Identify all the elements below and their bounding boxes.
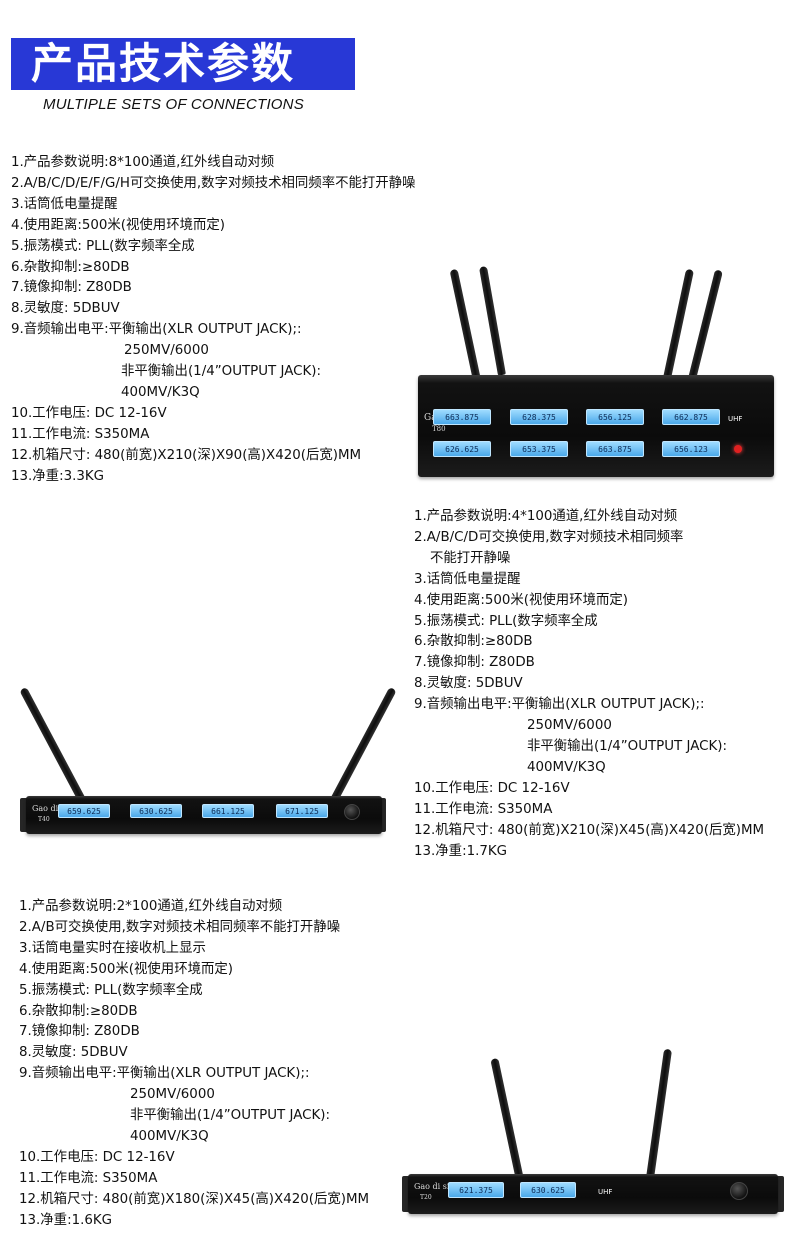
antenna-icon bbox=[330, 686, 397, 802]
spec-line: 11.工作电流: S350MA bbox=[19, 1170, 158, 1186]
spec-line: 3.话筒电量实时在接收机上显示 bbox=[19, 940, 206, 956]
model-label: T20 bbox=[420, 1194, 432, 1201]
spec-line: 9.音频输出电平:平衡输出(XLR OUTPUT JACK);: bbox=[19, 1066, 310, 1082]
spec-line: 6.杂散抑制:≥80DB bbox=[11, 259, 130, 275]
spec-line: 5.振荡模式: PLL(数字频率全成 bbox=[414, 613, 598, 629]
brand-logo: Gao di si bbox=[414, 1182, 450, 1191]
page-subtitle: MULTIPLE SETS OF CONNECTIONS bbox=[43, 96, 304, 113]
lcd-display: 659.625 bbox=[58, 804, 110, 818]
spec-list-4ch: 1.产品参数说明:4*100通道,红外线自动对频 2.A/B/C/D可交换使用,… bbox=[414, 507, 764, 862]
spec-line: 6.杂散抑制:≥80DB bbox=[414, 634, 533, 650]
rack-chassis: Gao di si T80 663.875 628.375 656.125 66… bbox=[418, 375, 774, 477]
lcd-display: 671.125 bbox=[276, 804, 328, 818]
rack-ear bbox=[20, 798, 30, 832]
page-title: 产品技术参数 bbox=[11, 38, 355, 90]
spec-line: 10.工作电压: DC 12-16V bbox=[11, 405, 167, 421]
spec-line: 1.产品参数说明:8*100通道,红外线自动对频 bbox=[11, 155, 275, 170]
spec-line: 2.A/B/C/D可交换使用,数字对频技术相同频率 bbox=[414, 529, 684, 545]
spec-line: 10.工作电压: DC 12-16V bbox=[19, 1149, 175, 1165]
power-indicator-icon bbox=[734, 445, 742, 453]
antenna-icon bbox=[19, 686, 86, 802]
spec-list-2ch: 1.产品参数说明:2*100通道,红外线自动对频 2.A/B可交换使用,数字对频… bbox=[19, 897, 369, 1232]
lcd-display: 621.375 bbox=[448, 1182, 504, 1198]
spec-line: 9.音频输出电平:平衡输出(XLR OUTPUT JACK);: bbox=[11, 322, 302, 338]
spec-line: 11.工作电流: S350MA bbox=[11, 426, 150, 442]
spec-line: 13.净重:1.7KG bbox=[414, 843, 508, 859]
spec-line: 4.使用距离:500米(视使用环境而定) bbox=[414, 592, 628, 608]
spec-list-8ch: 1.产品参数说明:8*100通道,红外线自动对频 2.A/B/C/D/E/F/G… bbox=[11, 153, 415, 488]
brand-logo: Gao di si bbox=[32, 804, 68, 813]
lcd-display: 662.875 bbox=[662, 409, 720, 425]
spec-line: 12.机箱尺寸: 480(前宽)X210(深)X90(高)X420(后宽)MM bbox=[11, 447, 362, 463]
volume-knob-icon bbox=[730, 1182, 748, 1200]
antenna-icon bbox=[478, 265, 506, 376]
lcd-display: 653.375 bbox=[510, 441, 568, 457]
spec-line: 5.振荡模式: PLL(数字频率全成 bbox=[11, 238, 195, 254]
antenna-icon bbox=[449, 268, 482, 386]
antenna-icon bbox=[490, 1057, 524, 1181]
rack-ear bbox=[402, 1176, 412, 1212]
receiver-t80-image: Gao di si T80 663.875 628.375 656.125 66… bbox=[418, 265, 778, 485]
spec-line: 12.机箱尺寸: 480(前宽)X210(深)X45(高)X420(后宽)MM bbox=[414, 822, 765, 838]
model-label: T80 bbox=[432, 425, 446, 433]
spec-line: 7.镜像抑制: Z80DB bbox=[19, 1024, 140, 1040]
rack-chassis: Gao di si T40 659.625 630.625 661.125 67… bbox=[26, 796, 382, 834]
spec-line: 8.灵敏度: 5DBUV bbox=[414, 676, 523, 692]
spec-line: 1.产品参数说明:2*100通道,红外线自动对频 bbox=[19, 899, 283, 914]
spec-line: 250MV/6000 bbox=[124, 343, 209, 359]
spec-line: 10.工作电压: DC 12-16V bbox=[414, 780, 570, 796]
lcd-display: 630.625 bbox=[520, 1182, 576, 1198]
spec-line: 250MV/6000 bbox=[130, 1087, 215, 1103]
spec-line: 11.工作电流: S350MA bbox=[414, 801, 553, 817]
spec-line: 13.净重:1.6KG bbox=[19, 1212, 113, 1228]
spec-line: 4.使用距离:500米(视使用环境而定) bbox=[19, 961, 233, 977]
uhf-badge: UHF bbox=[598, 1188, 613, 1196]
uhf-badge: UHF bbox=[728, 415, 743, 423]
spec-line: 8.灵敏度: 5DBUV bbox=[19, 1045, 128, 1061]
spec-line: 1.产品参数说明:4*100通道,红外线自动对频 bbox=[414, 509, 678, 524]
spec-line: 7.镜像抑制: Z80DB bbox=[414, 655, 535, 671]
rack-ear bbox=[774, 1176, 784, 1212]
lcd-display: 661.125 bbox=[202, 804, 254, 818]
spec-line: 非平衡输出(1/4”OUTPUT JACK): bbox=[527, 738, 728, 754]
antenna-icon bbox=[662, 268, 695, 384]
spec-line: 非平衡输出(1/4”OUTPUT JACK): bbox=[130, 1108, 331, 1124]
spec-line: 9.音频输出电平:平衡输出(XLR OUTPUT JACK);: bbox=[414, 697, 705, 713]
spec-line: 2.A/B/C/D/E/F/G/H可交换使用,数字对频技术相同频率不能打开静噪 bbox=[11, 175, 416, 191]
spec-line: 8.灵敏度: 5DBUV bbox=[11, 301, 120, 317]
spec-line: 3.话筒低电量提醒 bbox=[414, 571, 521, 587]
spec-line: 2.A/B可交换使用,数字对频技术相同频率不能打开静噪 bbox=[19, 919, 341, 935]
lcd-display: 628.375 bbox=[510, 409, 568, 425]
spec-line: 7.镜像抑制: Z80DB bbox=[11, 280, 132, 296]
lcd-display: 663.875 bbox=[586, 441, 644, 457]
spec-line: 4.使用距离:500米(视使用环境而定) bbox=[11, 217, 225, 233]
receiver-t20-image: Gao di si T20 621.375 630.625 UHF bbox=[402, 1048, 784, 1228]
receiver-t40-image: Gao di si T40 659.625 630.625 661.125 67… bbox=[19, 668, 397, 843]
rack-chassis: Gao di si T20 621.375 630.625 UHF bbox=[408, 1174, 778, 1214]
spec-line: 12.机箱尺寸: 480(前宽)X180(深)X45(高)X420(后宽)MM bbox=[19, 1191, 370, 1207]
spec-line: 400MV/K3Q bbox=[130, 1128, 209, 1144]
lcd-display: 656.125 bbox=[586, 409, 644, 425]
spec-line: 5.振荡模式: PLL(数字频率全成 bbox=[19, 982, 203, 998]
lcd-display: 630.625 bbox=[130, 804, 182, 818]
lcd-display: 656.123 bbox=[662, 441, 720, 457]
spec-line: 不能打开静噪 bbox=[430, 550, 511, 566]
spec-line: 250MV/6000 bbox=[527, 718, 612, 734]
volume-knob-icon bbox=[344, 804, 360, 820]
spec-line: 13.净重:3.3KG bbox=[11, 468, 105, 484]
model-label: T40 bbox=[38, 816, 50, 823]
spec-line: 非平衡输出(1/4”OUTPUT JACK): bbox=[121, 364, 322, 380]
spec-line: 3.话筒低电量提醒 bbox=[11, 196, 118, 212]
spec-line: 400MV/K3Q bbox=[121, 384, 200, 400]
antenna-icon bbox=[688, 269, 723, 380]
spec-line: 400MV/K3Q bbox=[527, 759, 606, 775]
lcd-display: 626.625 bbox=[433, 441, 491, 457]
antenna-icon bbox=[646, 1048, 673, 1179]
spec-line: 6.杂散抑制:≥80DB bbox=[19, 1003, 138, 1019]
lcd-display: 663.875 bbox=[433, 409, 491, 425]
